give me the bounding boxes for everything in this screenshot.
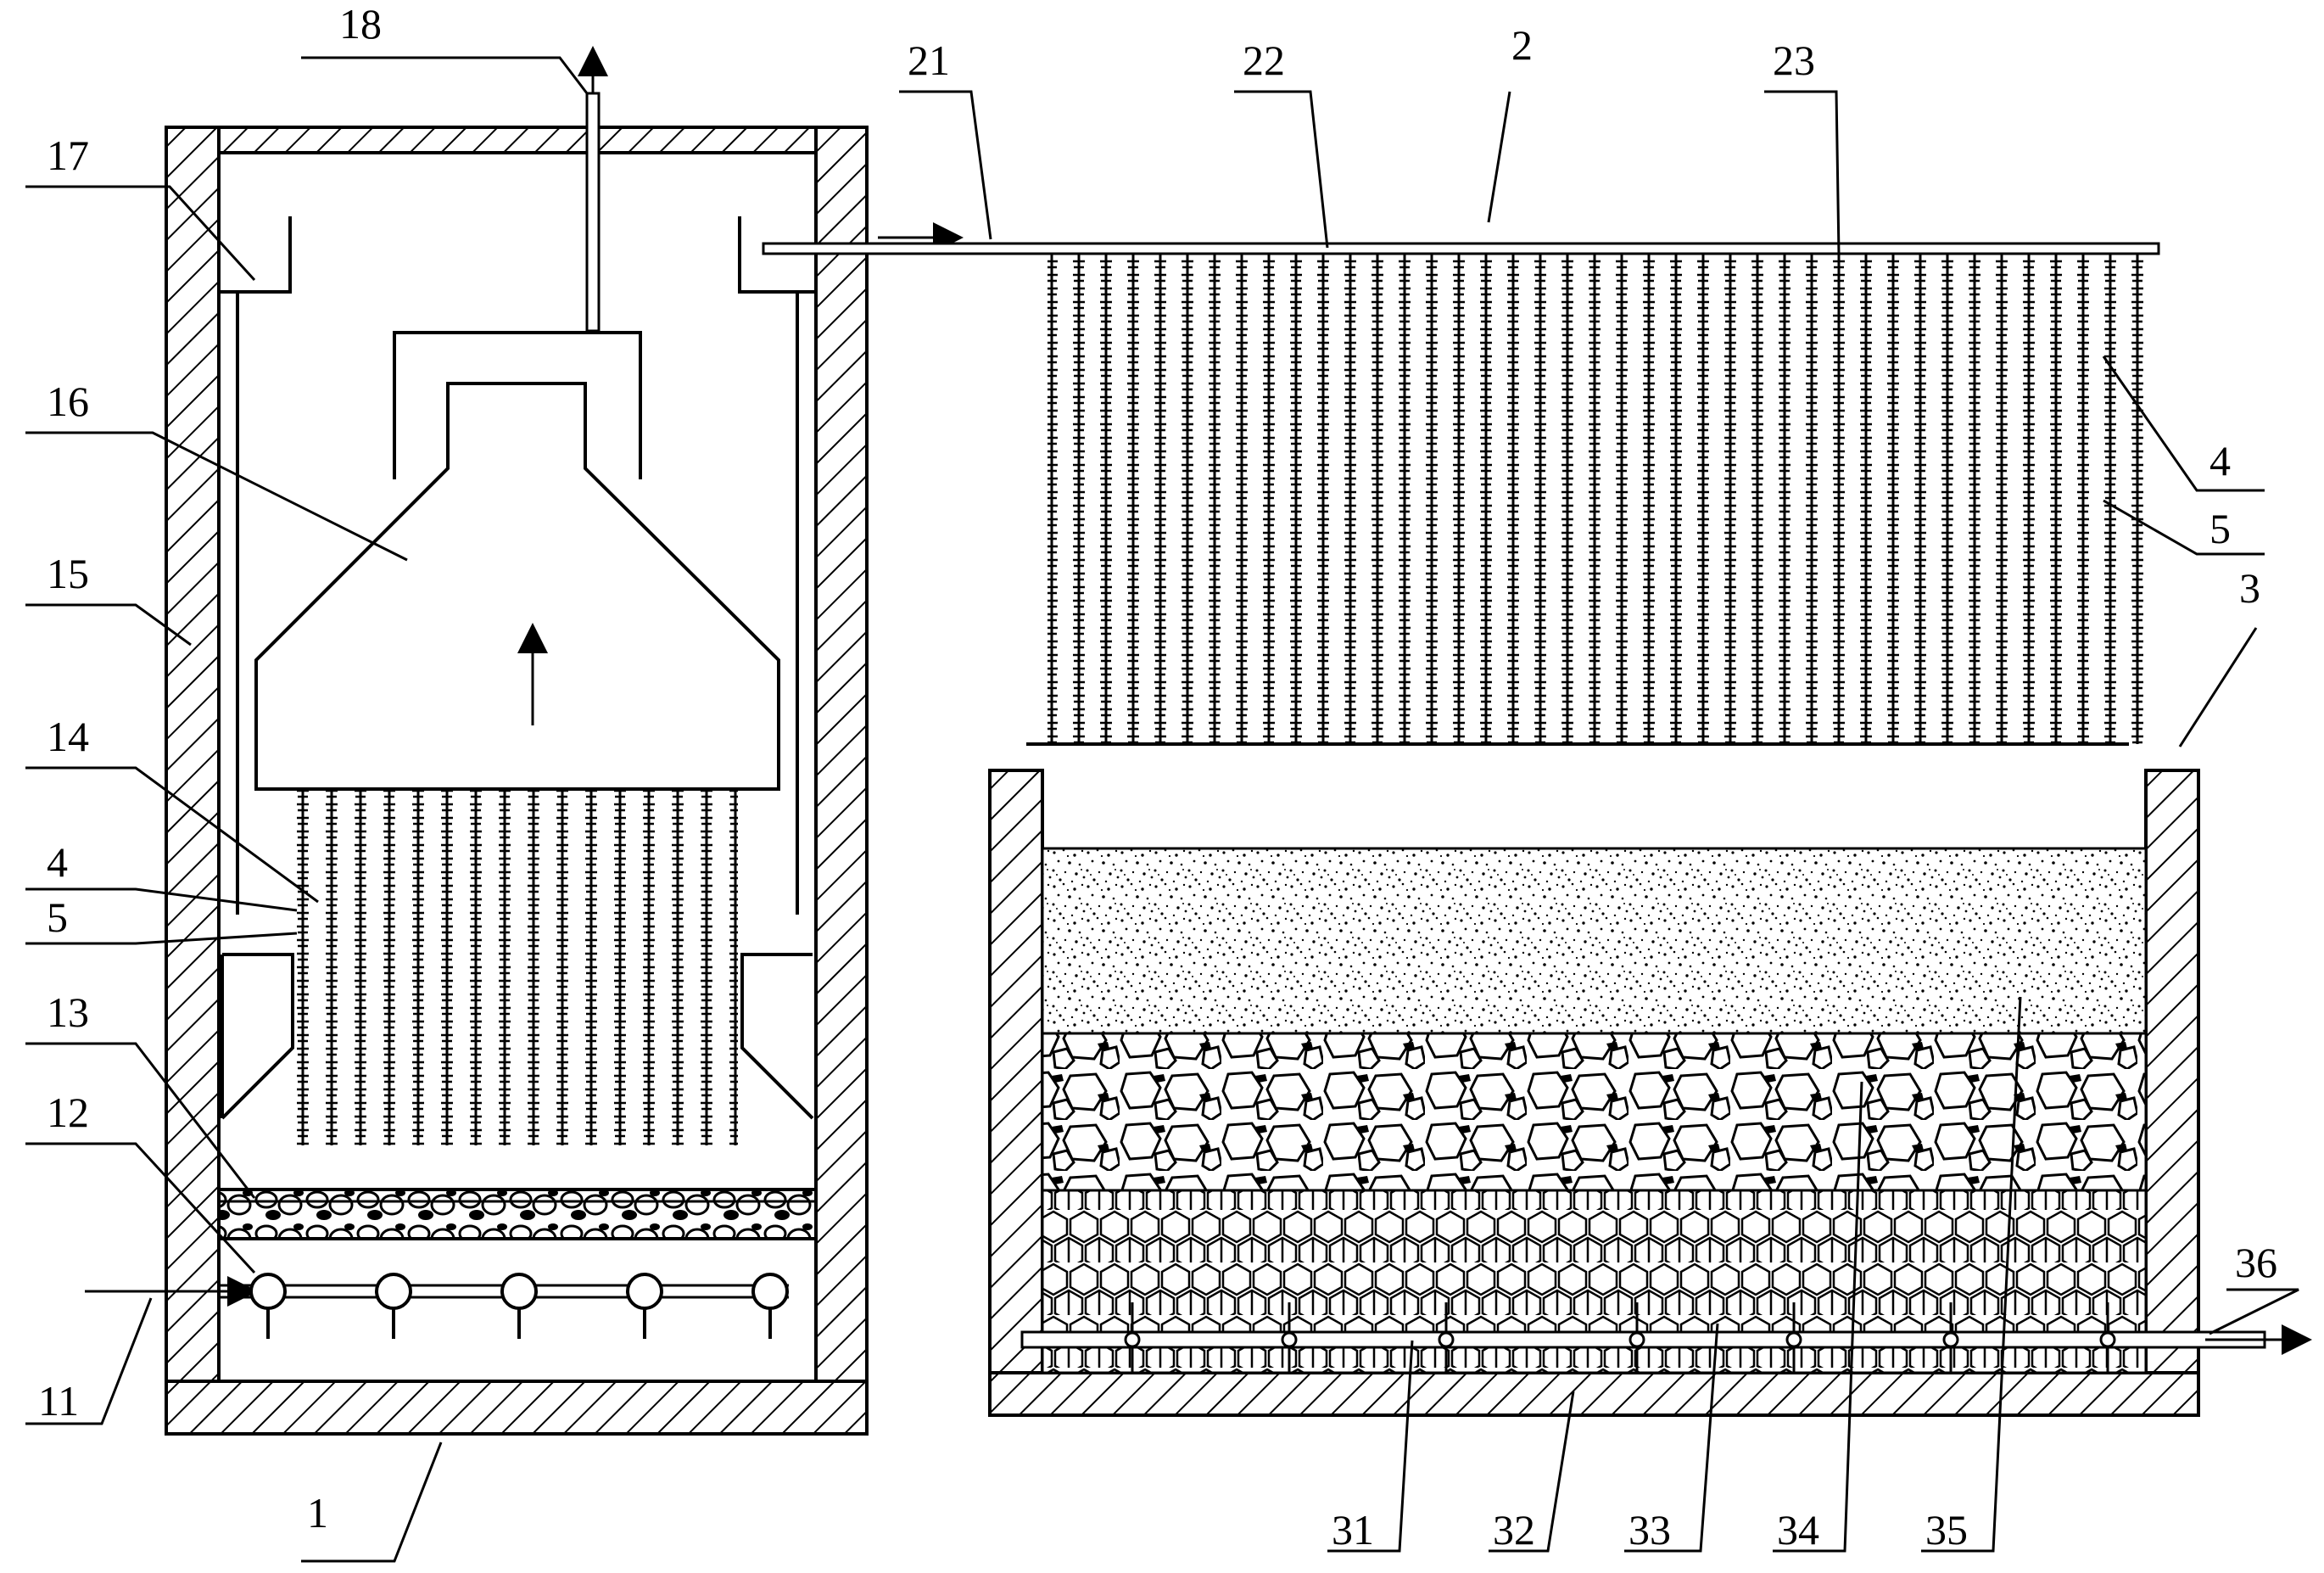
label-15: 15 — [47, 550, 89, 597]
label-13: 13 — [47, 988, 89, 1036]
label-4-left: 4 — [47, 838, 68, 886]
label-3: 3 — [2239, 564, 2260, 612]
label-22: 22 — [1243, 36, 1285, 84]
label-33: 33 — [1628, 1506, 1671, 1553]
label-31: 31 — [1332, 1506, 1374, 1553]
label-17: 17 — [47, 132, 89, 179]
label-1: 1 — [307, 1489, 328, 1537]
gas-hood — [254, 331, 780, 791]
reactor-gravel-bed — [217, 1188, 818, 1240]
part-labels: 1 18 17 16 15 14 4 5 13 12 11 21 22 2 23… — [38, 0, 2277, 1553]
reactor-tank — [165, 126, 869, 1436]
label-36: 36 — [2235, 1239, 2277, 1286]
label-4-right: 4 — [2209, 437, 2231, 484]
label-23: 23 — [1773, 36, 1815, 84]
spray-unit — [762, 222, 2160, 746]
reactor-fiber-fill — [297, 789, 738, 1145]
label-16: 16 — [47, 378, 89, 425]
label-11: 11 — [38, 1377, 79, 1425]
label-21: 21 — [908, 36, 950, 84]
water-distributor — [85, 1273, 789, 1339]
leader-lines — [25, 56, 2299, 1563]
label-14: 14 — [47, 713, 89, 760]
label-2: 2 — [1511, 21, 1533, 69]
label-35: 35 — [1925, 1506, 1968, 1553]
filter-tank — [988, 769, 2312, 1417]
sand-layer — [1041, 847, 2148, 1035]
label-12: 12 — [47, 1089, 89, 1136]
gas-outlet-pipe — [578, 46, 608, 333]
label-5-left: 5 — [47, 893, 68, 941]
label-32: 32 — [1493, 1506, 1535, 1553]
label-34: 34 — [1777, 1506, 1819, 1553]
label-18: 18 — [339, 0, 382, 48]
overflow-weir — [219, 216, 816, 294]
stone-layer — [1041, 1032, 2148, 1192]
settling-baffle — [221, 292, 814, 1120]
label-5-right: 5 — [2209, 505, 2231, 552]
spray-fiber-fill — [1047, 254, 2150, 744]
